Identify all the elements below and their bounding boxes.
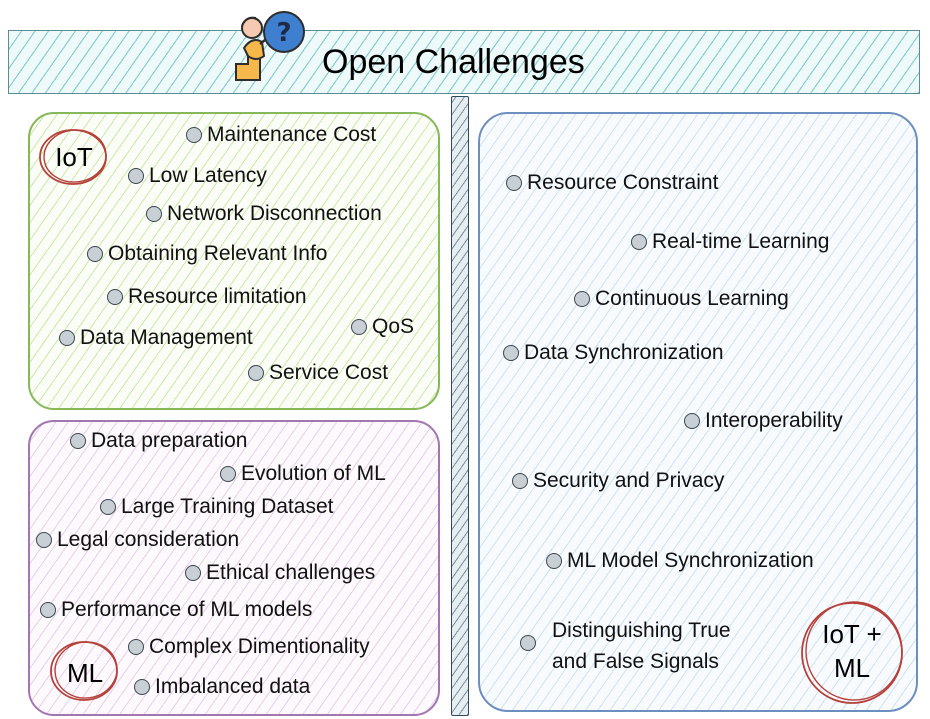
iot-item-low-latency: Low Latency — [128, 163, 267, 189]
ml-item-legal-consideration: Legal consideration — [36, 527, 239, 553]
bullet-icon — [186, 127, 202, 143]
bullet-icon — [503, 345, 519, 361]
ml-item-complex-dimentionality: Complex Dimentionality — [128, 634, 370, 660]
bullet-icon — [574, 291, 590, 307]
bullet-icon — [520, 635, 536, 651]
ml-item-performance-of-ml-models: Performance of ML models — [40, 597, 312, 623]
svg-text:?: ? — [276, 18, 291, 48]
iot-item-maintenance-cost: Maintenance Cost — [186, 122, 376, 148]
iot-badge: IoT — [36, 126, 112, 188]
bullet-icon — [546, 553, 562, 569]
iot-ml-panel — [478, 112, 918, 712]
page-title: Open Challenges — [322, 43, 585, 81]
iot-item-resource-limitation: Resource limitation — [107, 284, 307, 310]
iot-item-obtaining-relevant-info: Obtaining Relevant Info — [87, 241, 327, 267]
ml-badge: ML — [46, 636, 124, 704]
combo-item-continuous-learning: Continuous Learning — [574, 286, 789, 312]
ml-badge-label: ML — [66, 658, 104, 688]
iot-item-service-cost: Service Cost — [248, 360, 388, 386]
iot-item-qos: QoS — [351, 314, 414, 340]
bullet-icon — [351, 319, 367, 335]
combo-item-distinguishing-signals: Distinguishing True and False Signals — [520, 617, 790, 677]
combo-item-ml-model-synchronization: ML Model Synchronization — [546, 548, 814, 574]
ml-item-ethical-challenges: Ethical challenges — [185, 560, 375, 586]
bullet-icon — [631, 234, 647, 250]
bullet-icon — [248, 365, 264, 381]
bullet-icon — [128, 639, 144, 655]
bullet-icon — [146, 206, 162, 222]
bullet-icon — [70, 433, 86, 449]
bullet-icon — [134, 679, 150, 695]
combo-item-interoperability: Interoperability — [684, 408, 843, 434]
bullet-icon — [684, 413, 700, 429]
bullet-icon — [87, 246, 103, 262]
combo-item-data-synchronization: Data Synchronization — [503, 340, 724, 366]
bullet-icon — [506, 175, 522, 191]
bullet-icon — [185, 565, 201, 581]
ml-item-imbalanced-data: Imbalanced data — [134, 674, 310, 700]
combo-item-real-time-learning: Real-time Learning — [631, 229, 829, 255]
bullet-icon — [59, 330, 75, 346]
person-climbing-question-icon: ? — [230, 6, 310, 84]
bullet-icon — [40, 602, 56, 618]
iot-item-data-management: Data Management — [59, 325, 253, 351]
bullet-icon — [36, 532, 52, 548]
header-banner — [8, 30, 920, 94]
ml-item-evolution-of-ml: Evolution of ML — [220, 461, 386, 487]
bullet-icon — [128, 168, 144, 184]
divider-bar — [451, 96, 469, 716]
bullet-icon — [107, 289, 123, 305]
combo-item-resource-constraint: Resource Constraint — [506, 170, 718, 196]
iot-ml-badge: IoT + ML — [796, 596, 908, 708]
iot-ml-badge-line1: IoT + — [822, 619, 882, 649]
iot-badge-label: IoT — [55, 142, 93, 172]
bullet-icon — [512, 473, 528, 489]
bullet-icon — [100, 499, 116, 515]
bullet-icon — [220, 466, 236, 482]
iot-ml-badge-line2: ML — [833, 653, 871, 683]
ml-item-large-training-dataset: Large Training Dataset — [100, 494, 333, 520]
iot-item-network-disconnection: Network Disconnection — [146, 201, 382, 227]
combo-item-security-and-privacy: Security and Privacy — [512, 468, 724, 494]
ml-item-data-preparation: Data preparation — [70, 428, 247, 454]
